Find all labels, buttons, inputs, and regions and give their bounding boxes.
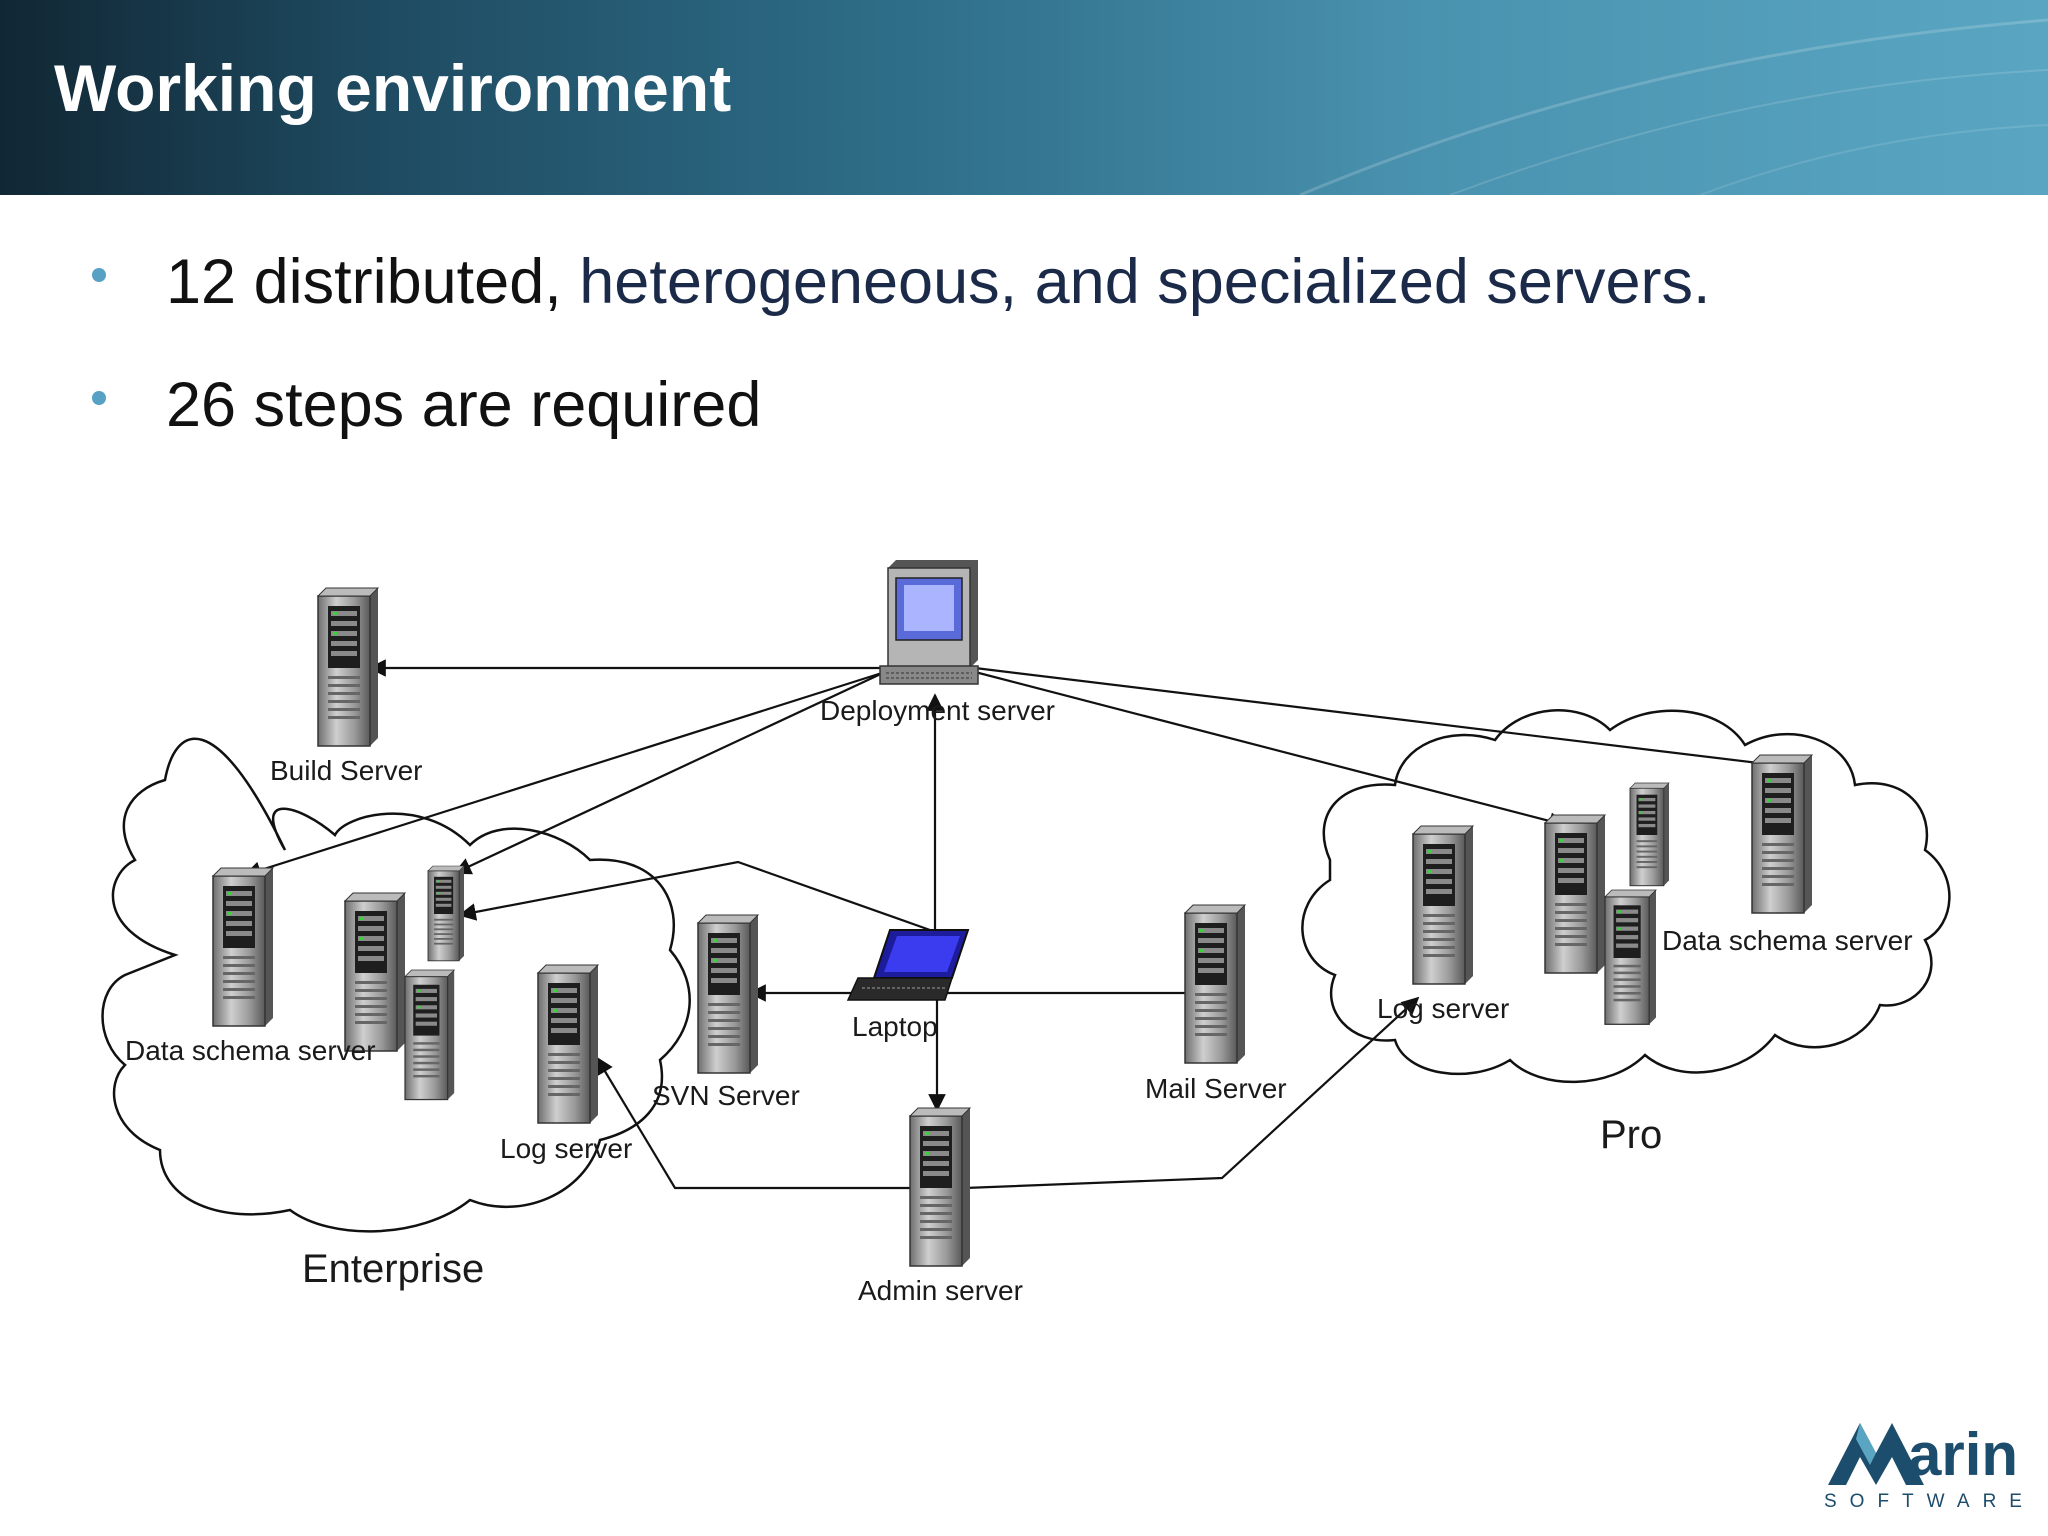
mail-server-label: Mail Server [1145,1073,1287,1104]
server-tower-icon [909,1107,971,1267]
logo-tagline: SOFTWARE [1824,1491,2035,1512]
admin-server-label: Admin server [858,1275,1023,1306]
pro-group-label: Pro [1600,1113,1662,1157]
laptop-label: Laptop [852,1011,938,1042]
bullet-dot-icon [92,268,106,282]
desktop-computer-icon [879,560,979,685]
server-tower-icon [317,587,379,747]
bullet-text-accent: heterogeneous, and specialized servers. [579,247,1711,317]
server-tower-icon [1412,825,1474,985]
laptop-node: Laptop [846,929,970,1042]
server-tower-icon [1544,814,1606,974]
pro-log-server-label: Log server [1377,993,1509,1024]
enterprise-data-schema-label: Data schema server [125,1035,376,1066]
bullet-text-prefix: 26 steps are required [166,370,762,440]
title-banner: Working environment [0,0,2048,195]
slide-title: Working environment [54,51,732,125]
admin-server-node: Admin server [858,1107,1023,1306]
connections [243,659,1777,1190]
server-tower-icon [1629,782,1670,887]
svn-server-label: SVN Server [652,1080,800,1111]
deployment-server-label: Deployment server [820,695,1055,726]
server-tower-icon [1751,754,1813,914]
bullet-dot-icon [92,391,106,405]
server-tower-icon [697,914,759,1074]
marin-m-mark-icon [1828,1423,1924,1485]
bullet-text-prefix: 12 distributed, [166,247,580,317]
banner-swoosh-decoration [1299,18,2048,195]
enterprise-servers: Data schema server Log server Enterprise [125,865,632,1291]
enterprise-group-label: Enterprise [302,1247,484,1291]
server-tower-icon [1604,889,1657,1025]
pro-data-schema-label: Data schema server [1662,925,1913,956]
build-server-node: Build Server [270,587,423,786]
server-tower-icon [427,865,465,962]
server-tower-icon [404,969,455,1101]
mail-server-node: Mail Server [1145,904,1287,1104]
server-tower-icon [344,892,406,1052]
svn-server-node: SVN Server [652,914,800,1111]
server-tower-icon [212,867,274,1027]
enterprise-log-server-label: Log server [500,1133,632,1164]
pro-servers: Log server Data schema server Pro [1377,754,1913,1157]
bullet-text: 12 distributed, heterogeneous, and speci… [166,242,1710,322]
deployment-server-node: Deployment server [820,560,1055,726]
build-server-label: Build Server [270,755,423,786]
marin-software-logo: arin SOFTWARE [1820,1415,2040,1515]
laptop-icon [846,929,970,1001]
server-tower-icon [1184,904,1246,1064]
logo-wordmark: arin [1908,1421,2019,1488]
server-tower-icon [537,964,599,1124]
bullet-text: 26 steps are required [166,365,761,445]
